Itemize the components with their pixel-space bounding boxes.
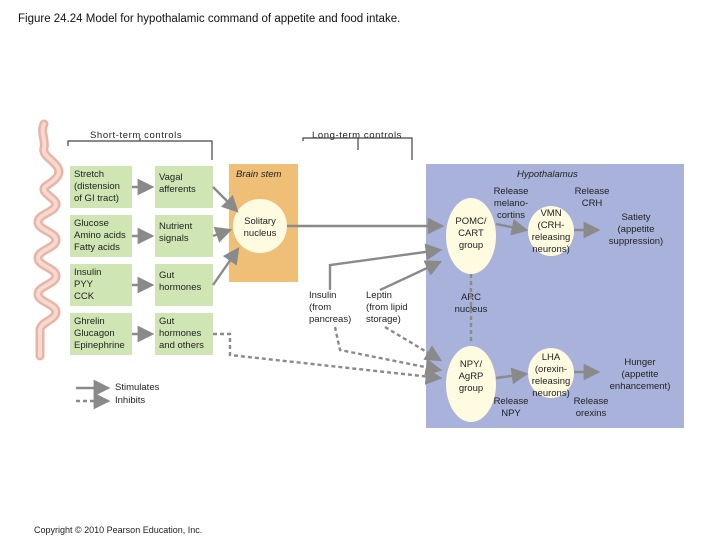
solitary-nucleus-circle (233, 199, 287, 253)
arrow-insulin-pomc (328, 243, 443, 290)
legend-stimulates: Stimulates (115, 382, 160, 393)
arrow-vagal-solitary (212, 186, 239, 213)
legend-inhibits: Inhibits (115, 395, 146, 406)
long-term-header: Long-term controls (312, 130, 403, 141)
vmn-circle (528, 206, 574, 256)
arrow-gut-solitary (212, 247, 240, 286)
arrow-nutrient-solitary (212, 226, 233, 243)
pomc-cart-circle (446, 198, 496, 274)
copyright: Copyright © 2010 Pearson Education, Inc. (34, 525, 203, 535)
arrow-leptin-pomc (379, 260, 443, 292)
figure-title: Figure 24.24 Model for hypothalamic comm… (18, 13, 401, 25)
hypothalamus-label: Hypothalamus (517, 169, 578, 180)
arrow-npy-lha (495, 367, 529, 385)
short-term-header: Short-term controls (90, 130, 183, 141)
short-term-bracket (67, 140, 213, 160)
arrow-insulin-npy-inhibit (333, 326, 443, 376)
arrow-pomc-vmn (495, 218, 529, 236)
arrow-leptin-npy-inhibit (384, 325, 443, 362)
npy-agrp-circle (446, 346, 496, 422)
arrow-ghrelin-npy-inhibit (213, 332, 443, 385)
brain-stem-label: Brain stem (236, 169, 282, 180)
lha-circle (528, 348, 574, 398)
long-term-bracket (302, 137, 413, 160)
